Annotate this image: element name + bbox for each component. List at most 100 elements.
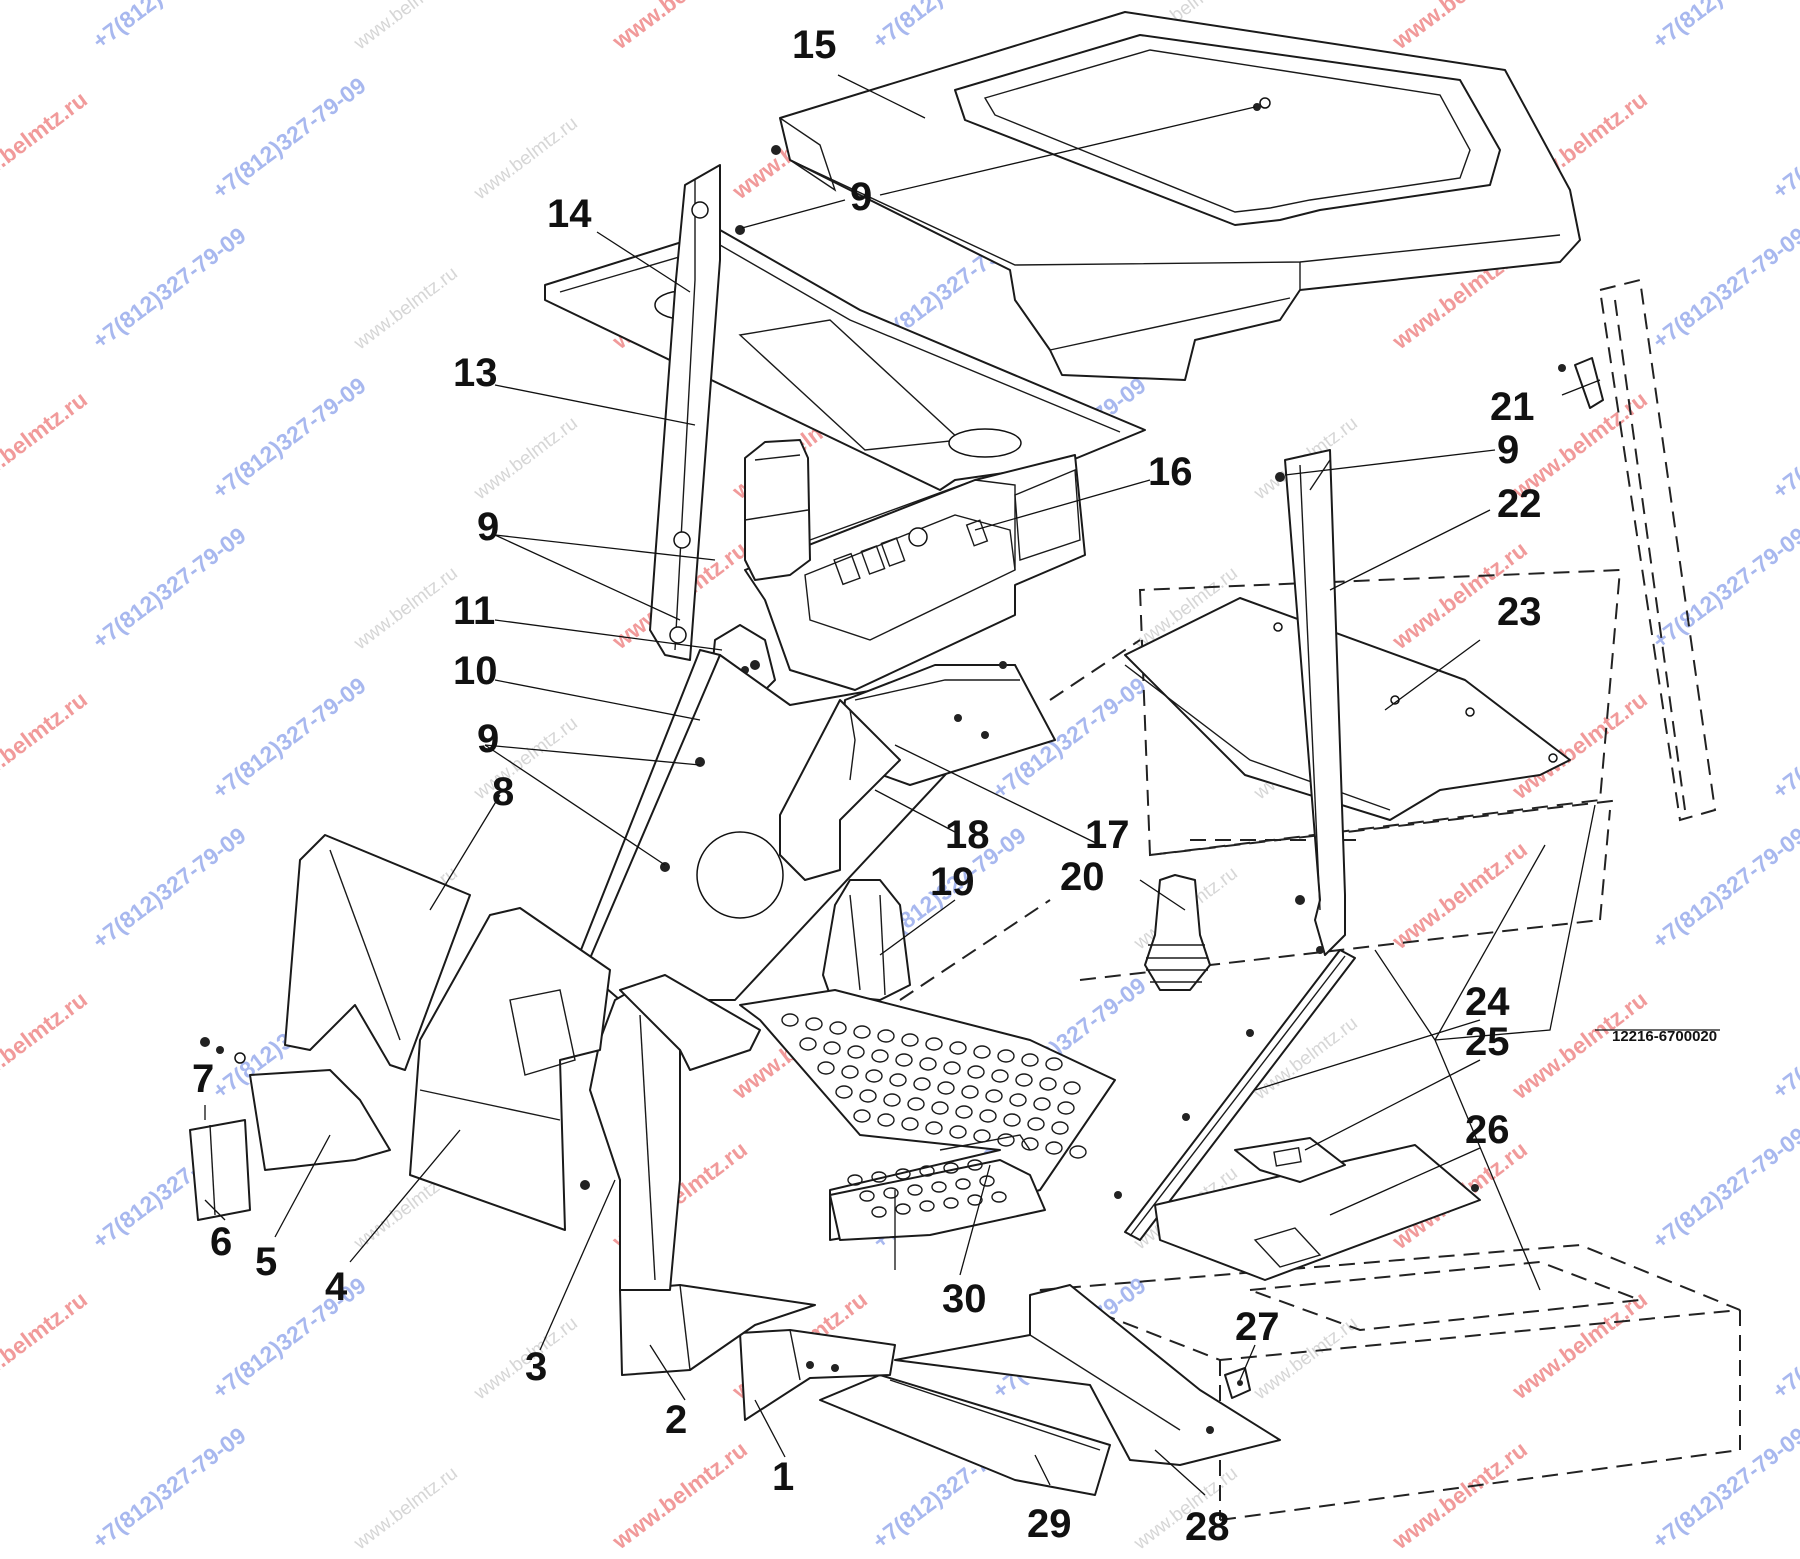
watermark-phone: +7(812)327-79-09	[1647, 222, 1800, 354]
part-16-seat-panel	[779, 661, 1056, 881]
part-19-lever-boot	[1144, 874, 1211, 991]
mat-hole	[895, 1203, 911, 1215]
mat-hole	[943, 1061, 961, 1075]
mat-hole	[823, 1041, 841, 1055]
callout-9-b: 9	[477, 505, 499, 549]
mat-hole	[1021, 1137, 1039, 1151]
watermark-site-grey: www.belmtz.ru	[470, 113, 582, 205]
mat-hole	[1033, 1097, 1051, 1111]
callout-26: 27	[1235, 1305, 1280, 1349]
callout-10: 10	[453, 649, 498, 693]
callout-16: 17	[1085, 813, 1130, 857]
callout-20: 21	[1490, 385, 1535, 429]
mat-hole	[859, 1089, 877, 1103]
part-27-floor-plate	[894, 1284, 1281, 1466]
watermark-site-grey: www.belmtz.ru	[350, 563, 462, 655]
watermark-phone: +7(812)327-79-09	[1647, 522, 1800, 654]
watermark-phone: +7(812)327-79-09	[1767, 1272, 1800, 1404]
mat-hole	[1069, 1145, 1087, 1159]
watermark-site-grey: www.belmtz.ru	[350, 263, 462, 355]
callout-29: 30	[942, 1277, 987, 1321]
mat-hole	[1045, 1141, 1063, 1155]
mat-hole	[1063, 1081, 1081, 1095]
mat-hole	[967, 1159, 983, 1171]
mat-hole	[973, 1045, 991, 1059]
watermark-site: www.belmtz.ru	[0, 386, 92, 505]
mat-hole	[889, 1073, 907, 1087]
mat-hole	[973, 1129, 991, 1143]
part-8-front-shield	[284, 834, 471, 1071]
mat-hole	[955, 1105, 973, 1119]
mat-hole	[931, 1181, 947, 1193]
mat-hole	[883, 1187, 899, 1199]
mat-hole	[871, 1206, 887, 1218]
mat-hole	[907, 1184, 923, 1196]
mat-hole	[853, 1109, 871, 1123]
mat-hole	[835, 1085, 853, 1099]
part-26-clip	[1224, 1367, 1251, 1399]
mat-hole	[1003, 1113, 1021, 1127]
watermark-phone: +7(812)327-79-09	[1647, 822, 1800, 954]
mat-hole	[853, 1025, 871, 1039]
part-20-lamp	[1558, 357, 1604, 409]
mat-hole	[895, 1053, 913, 1067]
part-28-sill-plate	[819, 1374, 1111, 1496]
part-5-bracket	[200, 1037, 391, 1171]
part-2-lower-panel	[619, 1284, 816, 1376]
part-24-cover	[1234, 1137, 1346, 1183]
mat-hole	[1057, 1101, 1075, 1115]
mat-hole	[1027, 1117, 1045, 1131]
callout-labels: 15 9 14 13 9 11 10 9 8 16 21 9 22 23 18 …	[192, 23, 1717, 1549]
mat-hole	[949, 1041, 967, 1055]
watermark-phone: +7(812)327-79-09	[1767, 972, 1800, 1104]
callout-7: 7	[192, 1057, 214, 1101]
watermark-site-grey: www.belmtz.ru	[350, 0, 462, 55]
watermark-phone: +7(812)327-79-09	[1647, 0, 1800, 54]
watermark-site: www.belmtz.ru	[0, 986, 92, 1105]
mat-hole	[877, 1113, 895, 1127]
mat-hole	[865, 1069, 883, 1083]
watermark-phone: +7(812)327-79-09	[87, 1422, 250, 1554]
callout-22: 23	[1497, 590, 1542, 634]
mat-hole	[1015, 1073, 1033, 1087]
mat-hole	[943, 1197, 959, 1209]
mat-hole	[1039, 1077, 1057, 1091]
mat-hole	[1051, 1121, 1069, 1135]
callout-12: 13	[453, 351, 498, 395]
watermark-phone: +7(812)327-79-09	[207, 72, 370, 204]
watermark-site: www.belmtz.ru	[0, 1286, 92, 1405]
part-4-front-panel	[409, 907, 611, 1231]
part-1-lower-panel	[739, 1329, 896, 1421]
callout-5: 5	[255, 1240, 277, 1284]
mat-hole	[1009, 1093, 1027, 1107]
mat-hole	[949, 1125, 967, 1139]
watermark-site: www.belmtz.ru	[0, 686, 92, 805]
mat-hole	[805, 1017, 823, 1031]
mat-hole	[997, 1133, 1015, 1147]
mat-hole	[877, 1029, 895, 1043]
mat-hole	[841, 1065, 859, 1079]
mat-hole	[901, 1117, 919, 1131]
mat-hole	[1021, 1053, 1039, 1067]
part-6-bracket	[189, 1119, 251, 1221]
callout-25: 26	[1465, 1108, 1510, 1152]
watermark-phone: +7(812)327-79-09	[1767, 672, 1800, 804]
watermark-site: www.belmtz.ru	[0, 86, 92, 205]
mat-hole	[871, 1049, 889, 1063]
mat-hole	[883, 1093, 901, 1107]
part-3-front-pillar-lower	[580, 974, 761, 1291]
callout-9-a: 9	[850, 175, 872, 219]
mat-hole	[919, 1200, 935, 1212]
reference-code: 12216-6700020	[1612, 1028, 1717, 1045]
part-18-boot	[822, 879, 911, 1001]
watermark-phone: +7(812)327-79-09	[1767, 372, 1800, 504]
mat-hole	[937, 1081, 955, 1095]
watermark-phone: +7(812)327-79-09	[87, 0, 250, 54]
mat-hole-pattern	[781, 1013, 1087, 1218]
mat-hole	[925, 1037, 943, 1051]
part-12-front-pillar	[649, 164, 745, 661]
part-14-roof-panel	[771, 11, 1581, 381]
callout-4: 4	[325, 1265, 348, 1309]
callout-9-d: 9	[1497, 428, 1519, 472]
